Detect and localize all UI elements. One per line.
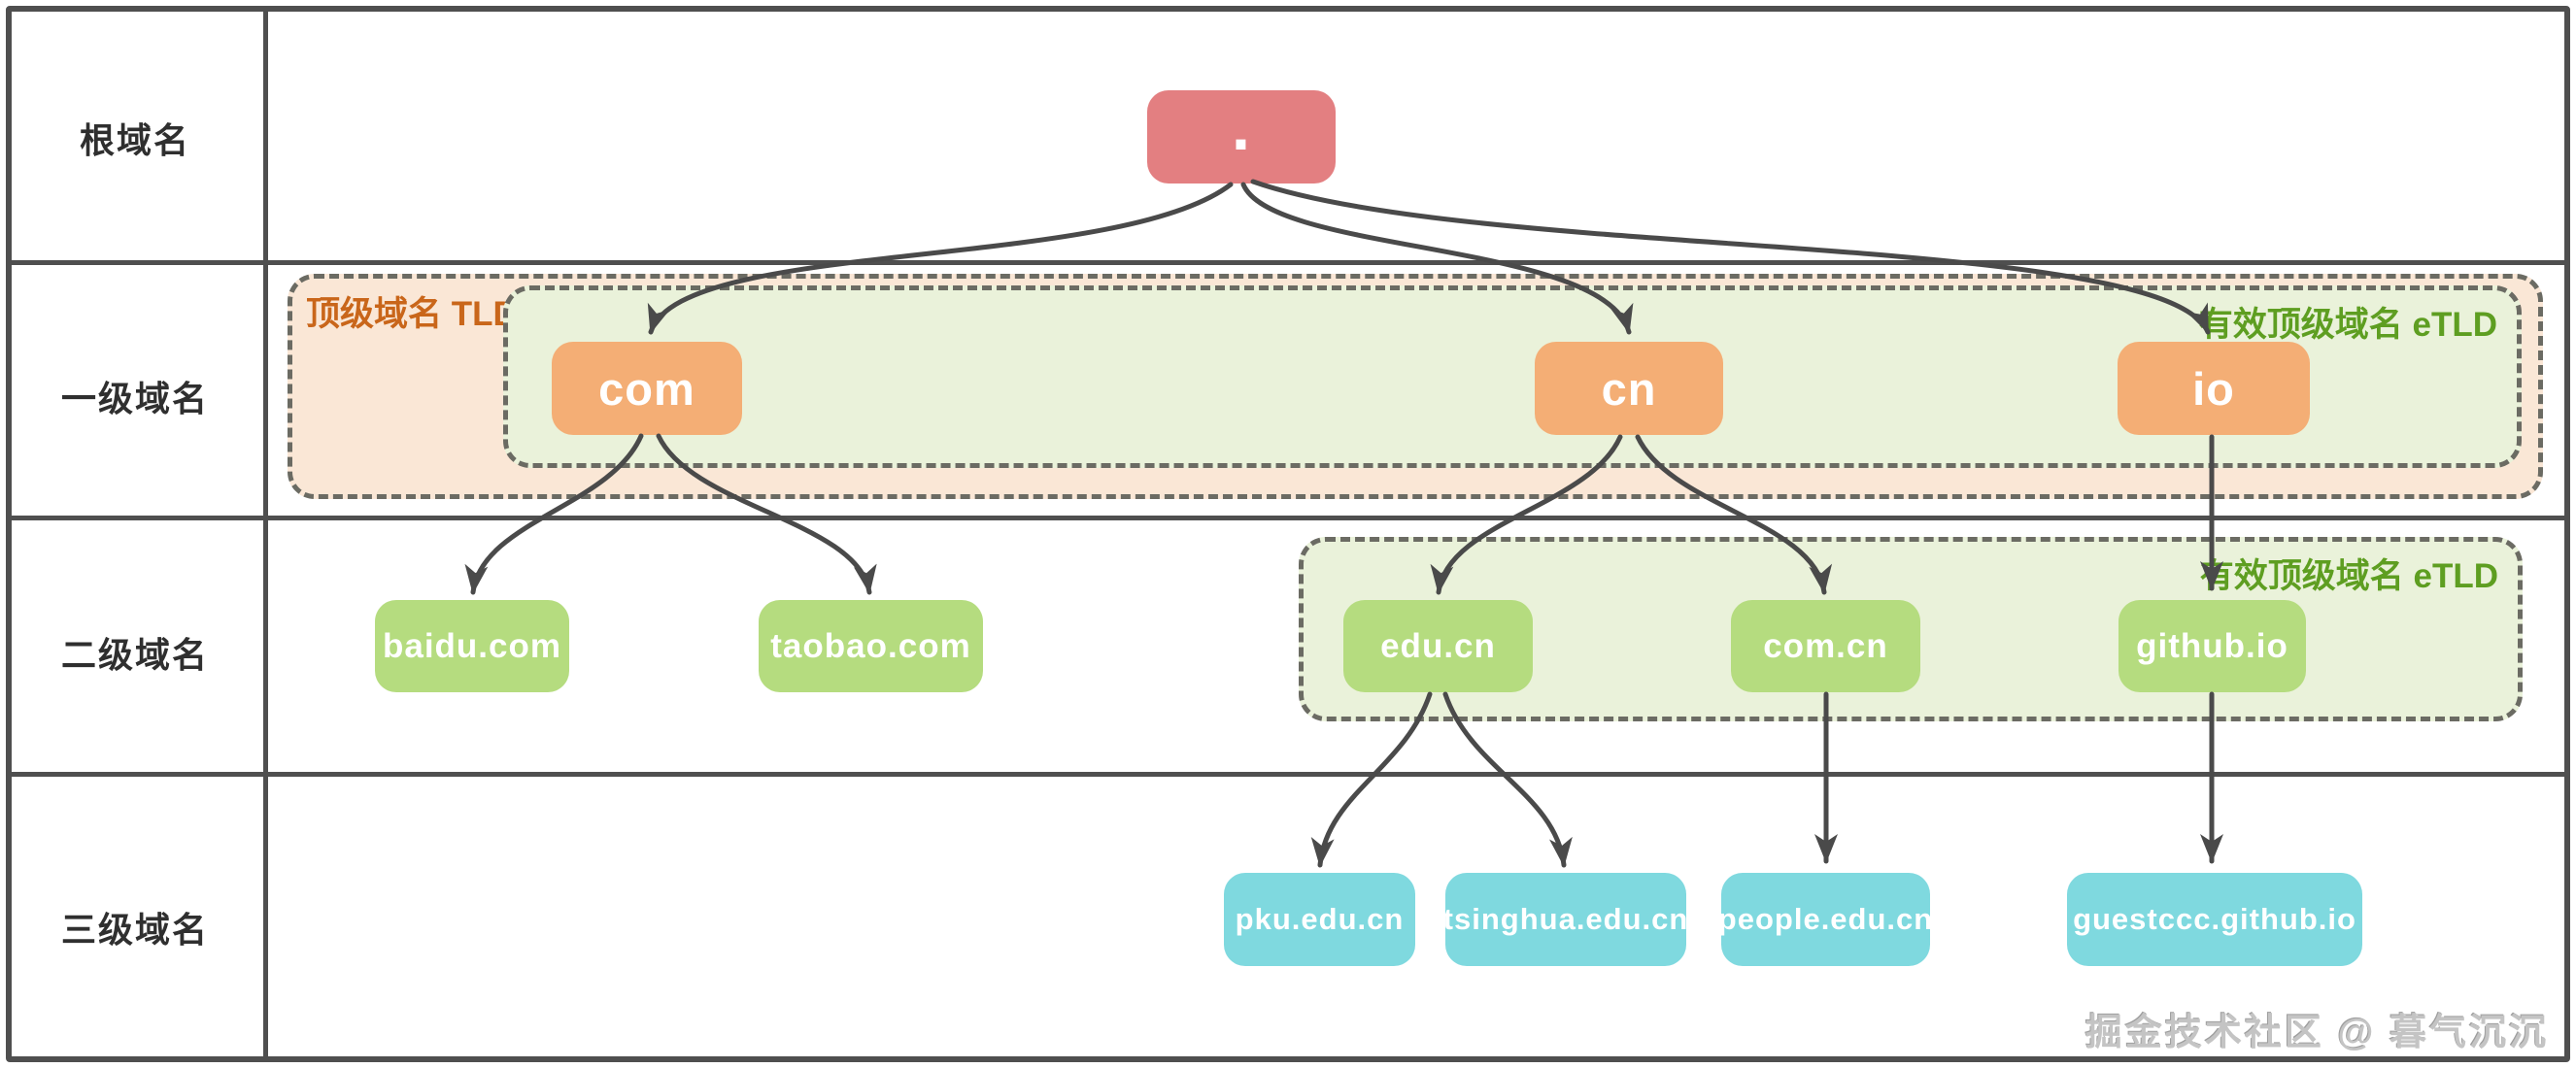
row-label-second-level-domain: 二级域名 <box>60 635 209 675</box>
table-column-divider <box>263 6 268 1056</box>
table-row-divider-3 <box>6 772 2570 777</box>
row-label-third-level-domain: 三级域名 <box>60 910 209 950</box>
node-root: . <box>1147 87 1336 184</box>
node-baidu-com: baidu.com <box>375 600 569 692</box>
row-label-first-level-domain: 一级域名 <box>60 379 209 418</box>
node-com: com <box>552 342 742 435</box>
group-label-tld: 顶级域名 TLD <box>306 295 518 333</box>
group-label-etld-level1: 有效顶级域名 eTLD <box>2198 306 2497 344</box>
node-taobao-com: taobao.com <box>759 600 983 692</box>
node-github-io: github.io <box>2118 600 2306 692</box>
table-row-divider-2 <box>6 516 2570 520</box>
node-tsinghua-edu-cn: tsinghua.edu.cn <box>1442 873 1689 966</box>
node-guestccc-github-io: guestccc.github.io <box>2067 873 2362 966</box>
row-label-root-domain: 根域名 <box>79 120 190 160</box>
node-cn-label: cn <box>1601 362 1657 415</box>
node-taobao-com-label: taobao.com <box>770 626 971 665</box>
node-pku-edu-cn: pku.edu.cn <box>1224 873 1415 966</box>
node-guestccc-github-io-label: guestccc.github.io <box>2073 902 2356 936</box>
node-baidu-com-label: baidu.com <box>382 626 562 665</box>
node-com-cn: com.cn <box>1731 600 1920 692</box>
node-tsinghua-edu-cn-label: tsinghua.edu.cn <box>1442 902 1689 936</box>
watermark: 掘金技术社区 @ 暮气沉沉 <box>2085 1013 2549 1053</box>
node-edu-cn-label: edu.cn <box>1380 626 1496 665</box>
node-com-label: com <box>598 362 695 415</box>
node-cn: cn <box>1535 342 1723 435</box>
node-io-label: io <box>2192 362 2235 415</box>
node-com-cn-label: com.cn <box>1763 626 1888 665</box>
node-root-label: . <box>1231 87 1252 164</box>
group-label-etld-level2: 有效顶级域名 eTLD <box>2199 557 2498 595</box>
table-row-divider-1 <box>6 260 2570 265</box>
node-edu-cn: edu.cn <box>1343 600 1533 692</box>
table-outer-border <box>6 6 2570 1062</box>
node-people-edu-cn: people.edu.cn <box>1717 873 1934 966</box>
node-people-edu-cn-label: people.edu.cn <box>1717 902 1934 936</box>
node-io: io <box>2118 342 2310 435</box>
node-github-io-label: github.io <box>2136 626 2288 665</box>
node-pku-edu-cn-label: pku.edu.cn <box>1235 902 1405 936</box>
